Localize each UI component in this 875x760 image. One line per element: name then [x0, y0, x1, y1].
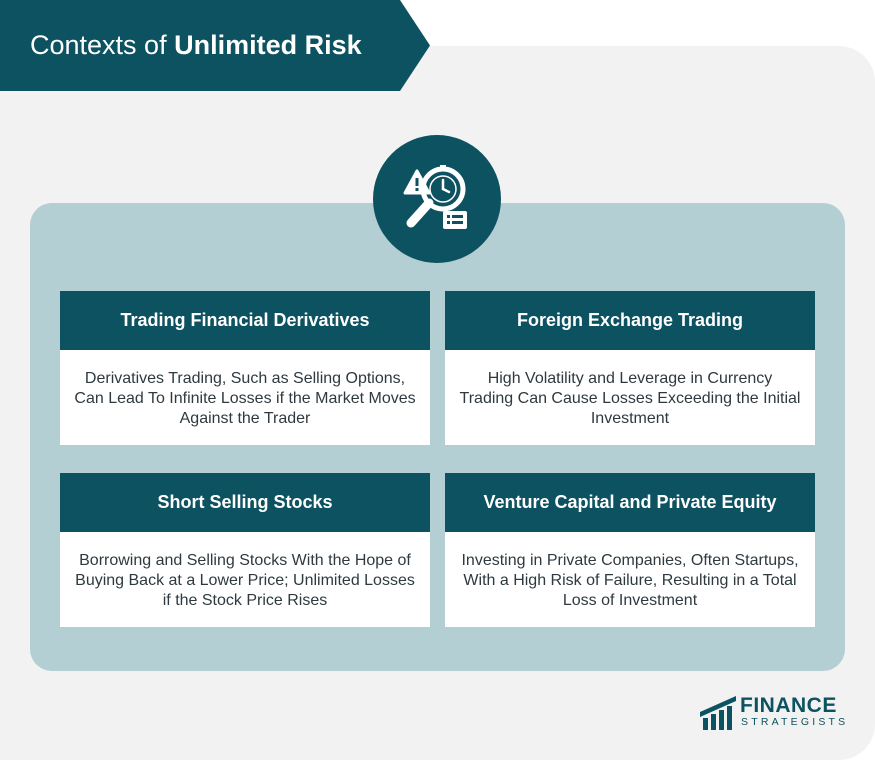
card-description: High Volatility and Leverage in Currency… [459, 369, 801, 427]
card-venture-capital: Venture Capital and Private Equity Inves… [445, 473, 815, 627]
card-heading: Trading Financial Derivatives [60, 291, 430, 352]
card-description: Investing in Private Companies, Often St… [461, 551, 799, 609]
card-heading: Short Selling Stocks [60, 473, 430, 534]
risk-analysis-icon [373, 135, 501, 263]
card-short-selling: Short Selling Stocks Borrowing and Selli… [60, 473, 430, 627]
card-trading-derivatives: Trading Financial Derivatives Derivative… [60, 291, 430, 445]
card-heading: Foreign Exchange Trading [445, 291, 815, 352]
card-heading: Venture Capital and Private Equity [445, 473, 815, 534]
title-prefix: Contexts of [30, 30, 175, 60]
finance-strategists-logo: FINANCE STRATEGISTS [700, 692, 845, 732]
logo-text-finance: FINANCE [740, 694, 837, 717]
logo-mark-icon [700, 696, 736, 730]
page-title: Contexts of Unlimited Risk [0, 0, 430, 91]
card-description: Derivatives Trading, Such as Selling Opt… [74, 369, 416, 427]
title-emphasis: Unlimited Risk [174, 30, 362, 60]
logo-text-strategists: STRATEGISTS [741, 716, 849, 728]
card-description: Borrowing and Selling Stocks With the Ho… [75, 551, 415, 609]
card-foreign-exchange: Foreign Exchange Trading High Volatility… [445, 291, 815, 445]
